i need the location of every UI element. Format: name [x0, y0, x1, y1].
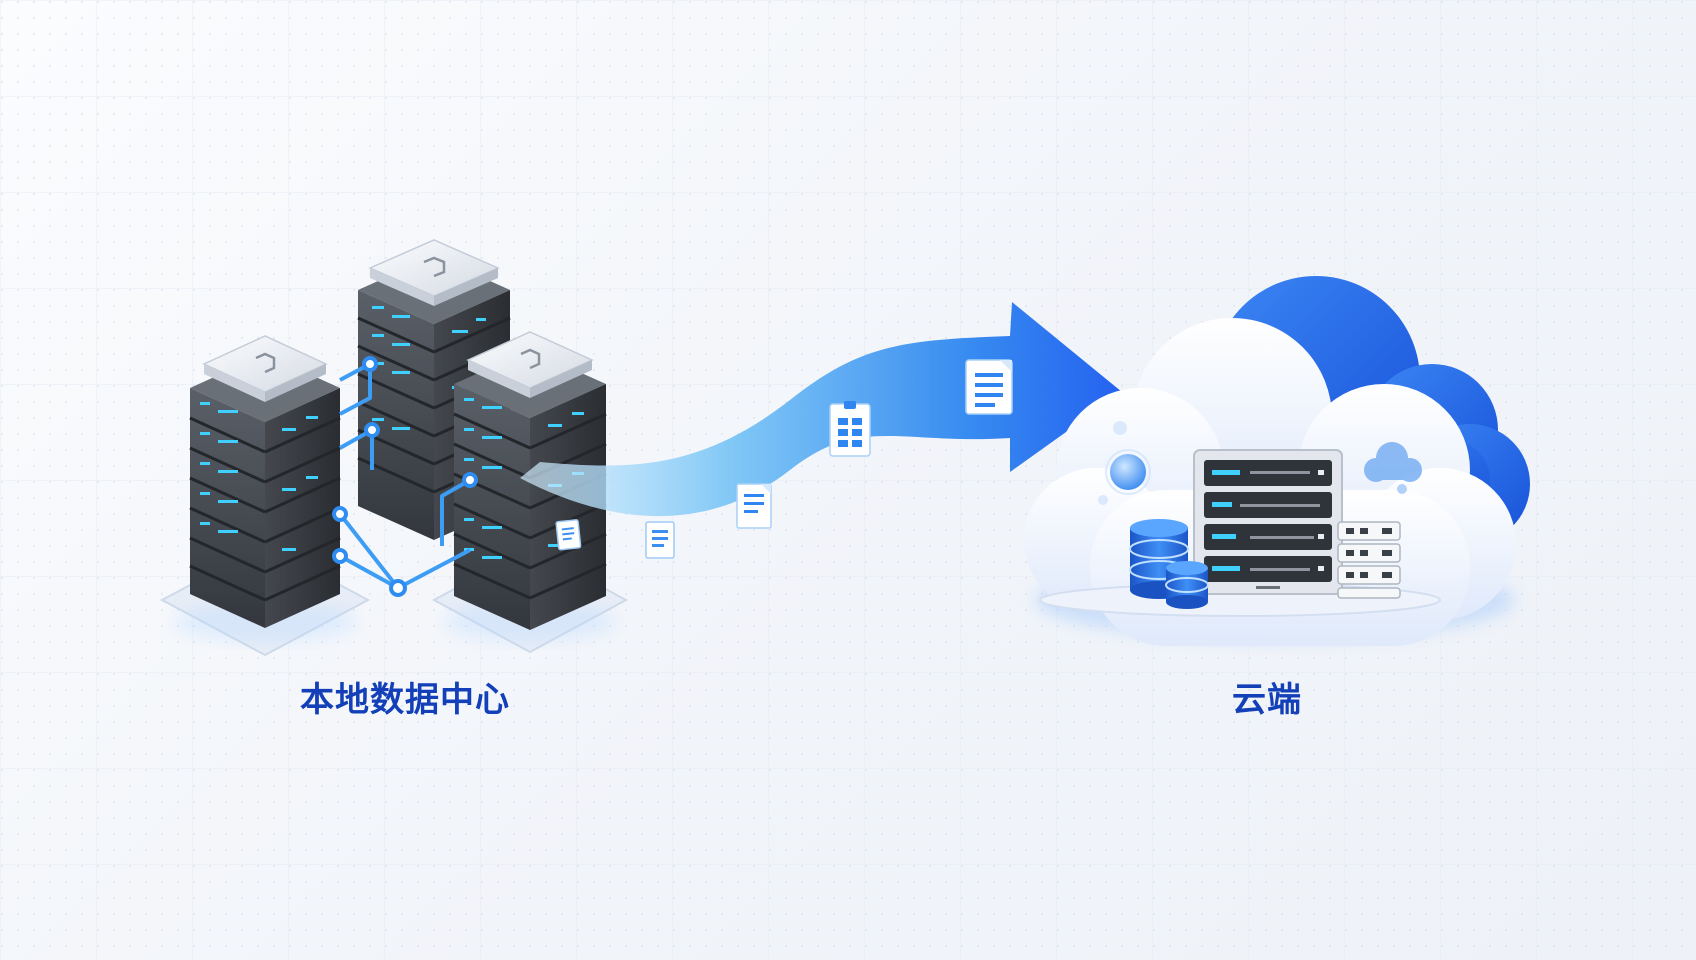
- mini-cloud-icon: [1364, 442, 1422, 494]
- destination-label: 云端: [1232, 680, 1302, 720]
- source-label: 本地数据中心: [300, 680, 510, 720]
- table-document-icon: [829, 401, 871, 457]
- network-nodes: [332, 356, 478, 597]
- document-icon: [736, 483, 772, 529]
- document-packets: [555, 359, 1013, 559]
- orb-icon: [1098, 421, 1151, 505]
- server-rack-right: [453, 331, 607, 630]
- document-icon: [965, 359, 1013, 415]
- document-icon: [645, 521, 675, 559]
- data-transfer-arrow-icon: [520, 302, 1122, 517]
- server-stack-icon: [1337, 521, 1401, 599]
- database-icon: [1129, 519, 1209, 609]
- server-rack-icon: [1193, 449, 1343, 595]
- server-rack-left: [189, 335, 341, 628]
- document-icon: [555, 519, 582, 551]
- cloud-icon: [1024, 276, 1530, 646]
- server-rack-cluster-icon: [159, 239, 629, 657]
